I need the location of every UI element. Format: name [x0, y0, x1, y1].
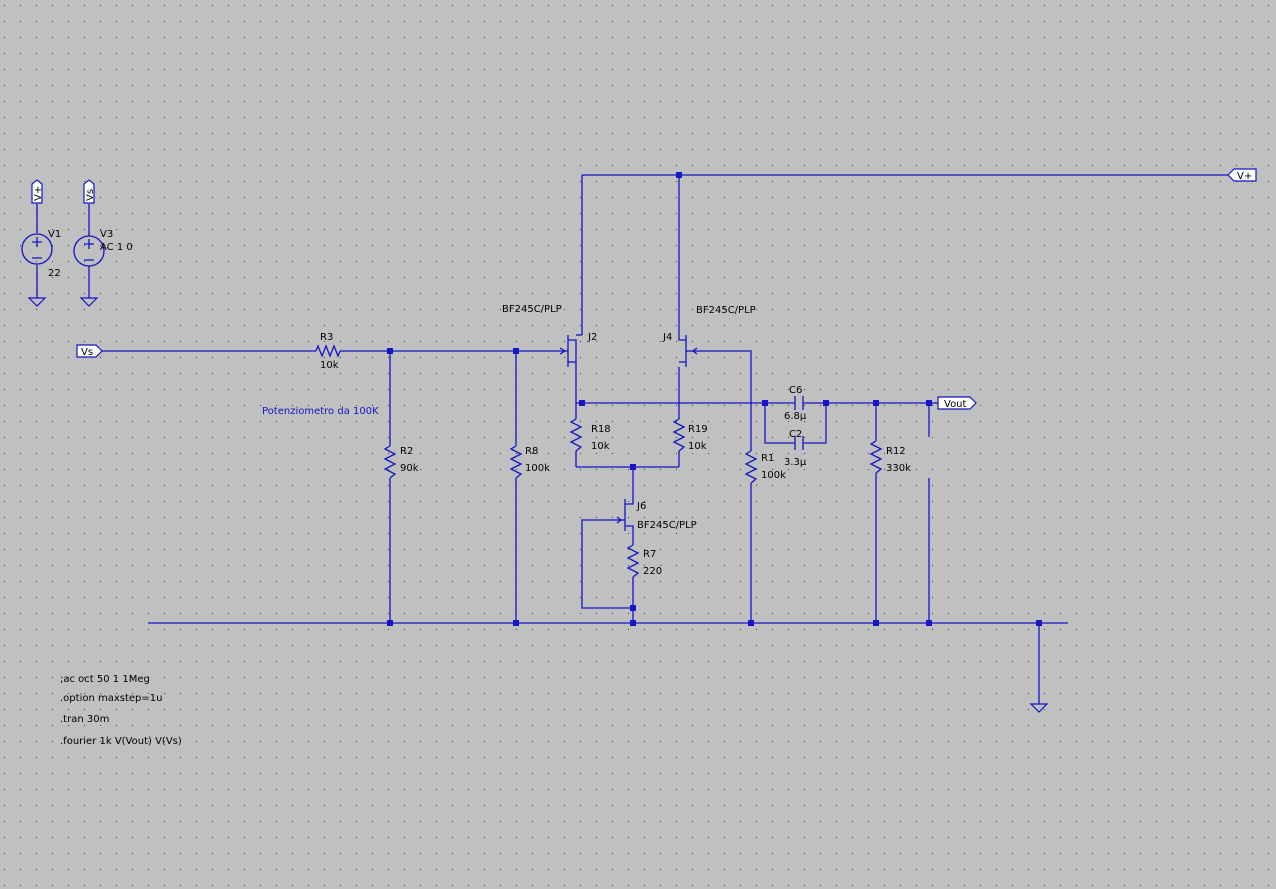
r1-value: 100k [761, 470, 786, 481]
v1-flag-label: V+ [33, 186, 44, 201]
c6-value: 6.8µ [784, 411, 807, 422]
r3-value: 10k [320, 360, 339, 371]
potentiometer-comment[interactable]: Potenziometro da 100K [262, 406, 379, 417]
r7-resistor[interactable] [626, 544, 640, 578]
c6-name: C6 [789, 385, 802, 396]
v1-value: 22 [48, 268, 61, 279]
r19-value: 10k [688, 441, 707, 452]
v1-name: V1 [48, 229, 61, 240]
v3-flag-label: Vs [85, 189, 96, 201]
r12-resistor[interactable] [869, 440, 883, 474]
r2-value: 90k [400, 463, 419, 474]
j2-jfet[interactable] [559, 334, 582, 367]
v1-plus-flag[interactable]: V+ [31, 179, 44, 204]
r8-value: 100k [525, 463, 550, 474]
r3-resistor[interactable] [315, 344, 341, 358]
j2-name: J2 [587, 332, 597, 343]
v3-value: AC 1 0 [100, 242, 133, 253]
r2-resistor[interactable] [383, 445, 397, 479]
c2-name: C2 [789, 429, 802, 440]
j6-jfet[interactable] [611, 499, 634, 531]
junction-dots [387, 172, 1042, 626]
wires [102, 174, 1228, 704]
j4-name: J4 [662, 332, 672, 343]
r18-value: 10k [591, 441, 610, 452]
r1-name: R1 [761, 453, 774, 464]
v1-voltage-source[interactable] [21, 204, 53, 298]
r7-value: 220 [643, 566, 662, 577]
j6-name: J6 [636, 501, 646, 512]
vout-flag-label: Vout [944, 399, 967, 410]
j4-jfet[interactable] [678, 335, 701, 367]
c2-capacitor[interactable] [794, 436, 804, 450]
j2-model: BF245C/PLP [502, 304, 562, 315]
directive-tran[interactable]: .tran 30m [60, 714, 109, 725]
v3-vs-flag[interactable]: Vs [83, 179, 96, 204]
vs-flag-label: Vs [81, 347, 93, 358]
directive-ac[interactable]: ;ac oct 50 1 1Meg [60, 674, 150, 685]
v3-name: V3 [100, 229, 113, 240]
r8-resistor[interactable] [509, 445, 523, 479]
c6-capacitor[interactable] [794, 396, 804, 410]
r2-name: R2 [400, 446, 413, 457]
r19-name: R19 [688, 424, 708, 435]
c2-value: 3.3µ [784, 457, 807, 468]
spice-directives[interactable]: ;ac oct 50 1 1Meg .option maxstep=1u .tr… [60, 674, 182, 747]
main-ground-icon [1029, 703, 1049, 713]
v3-ground-icon [79, 297, 99, 307]
v1-ground-icon [27, 297, 47, 307]
r18-resistor[interactable] [569, 418, 583, 452]
r12-value: 330k [886, 463, 911, 474]
r8-name: R8 [525, 446, 538, 457]
r19-resistor[interactable] [672, 418, 686, 452]
directive-fourier[interactable]: .fourier 1k V(Vout) V(Vs) [60, 736, 182, 747]
r18-name: R18 [591, 424, 611, 435]
j6-model: BF245C/PLP [637, 520, 697, 531]
v3-voltage-source[interactable] [73, 204, 105, 298]
vs-input-flag[interactable]: Vs [76, 344, 103, 358]
r12-name: R12 [886, 446, 906, 457]
vplus-rail-label: V+ [1237, 171, 1252, 182]
r7-name: R7 [643, 549, 656, 560]
vplus-rail-flag[interactable]: V+ [1227, 168, 1257, 182]
vout-output-flag[interactable]: Vout [937, 396, 977, 410]
r3-name: R3 [320, 332, 333, 343]
j4-model: BF245C/PLP [696, 305, 756, 316]
directive-option[interactable]: .option maxstep=1u [60, 693, 162, 704]
r1-resistor[interactable] [744, 450, 758, 484]
